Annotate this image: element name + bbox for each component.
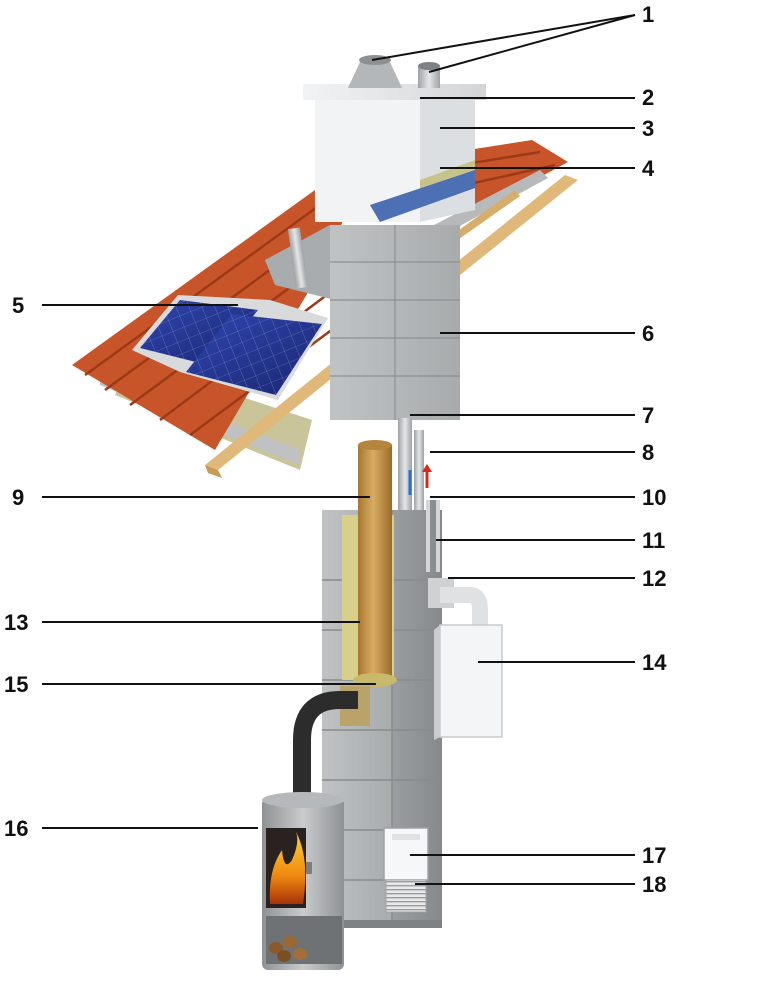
callout-15: 15 xyxy=(4,672,28,697)
callout-14: 14 xyxy=(642,650,667,675)
callout-8: 8 xyxy=(642,440,654,465)
flue-terminal-cone xyxy=(348,62,402,88)
lower-block-base xyxy=(342,920,442,928)
callout-2: 2 xyxy=(642,85,654,110)
boiler-pipe xyxy=(440,587,488,640)
pipe-8 xyxy=(414,430,424,525)
chimney-cladding-front xyxy=(315,95,420,222)
upper-block-joints xyxy=(330,225,460,420)
stove-top xyxy=(262,792,344,808)
callout-18: 18 xyxy=(642,872,666,897)
callout-16: 16 xyxy=(4,816,28,841)
callout-12: 12 xyxy=(642,566,666,591)
vent-terminal-top xyxy=(418,62,440,70)
gas-boiler-side xyxy=(434,625,440,740)
callout-9: 9 xyxy=(12,485,24,510)
leader-1b xyxy=(428,14,636,73)
stove-fire xyxy=(269,832,306,904)
callout-17: 17 xyxy=(642,843,666,868)
flue-liner-top xyxy=(358,440,392,450)
ventilation-grille xyxy=(385,879,427,913)
stove xyxy=(262,691,358,970)
gas-boiler xyxy=(439,624,503,738)
solar-panel xyxy=(132,295,328,400)
flue-liner xyxy=(358,445,392,685)
callout-13: 13 xyxy=(4,610,28,635)
inspection-door-handle xyxy=(392,834,420,840)
callout-1: 1 xyxy=(642,2,654,27)
roof-pipe-through xyxy=(287,227,309,289)
arrow-red-head xyxy=(422,464,432,472)
callout-numbers: 1 2 3 4 5 6 7 8 9 10 11 12 13 14 15 16 1… xyxy=(4,2,667,897)
solar-panel-left-cells xyxy=(140,300,258,366)
leader-1a xyxy=(371,14,636,61)
roof-deck-edge xyxy=(205,465,222,478)
callout-5: 5 xyxy=(12,293,24,318)
callout-6: 6 xyxy=(642,321,654,346)
stove-firewood xyxy=(269,936,307,962)
solar-panel-right-cells xyxy=(186,314,322,395)
callout-11: 11 xyxy=(642,528,665,553)
ventilation-shaft-inner xyxy=(430,500,436,572)
callout-10: 10 xyxy=(642,485,666,510)
stove-door-handle xyxy=(306,862,312,874)
roof-tiles-right xyxy=(455,140,568,215)
pipe-7 xyxy=(398,418,412,523)
callout-4: 4 xyxy=(642,156,655,181)
upper-chimney xyxy=(303,55,486,420)
callout-leaders xyxy=(42,14,636,885)
callout-7: 7 xyxy=(642,403,654,428)
stove-pipe xyxy=(293,691,358,800)
connecting-pipes xyxy=(398,418,432,525)
chimney-blue-layer xyxy=(370,170,475,222)
callout-3: 3 xyxy=(642,116,654,141)
